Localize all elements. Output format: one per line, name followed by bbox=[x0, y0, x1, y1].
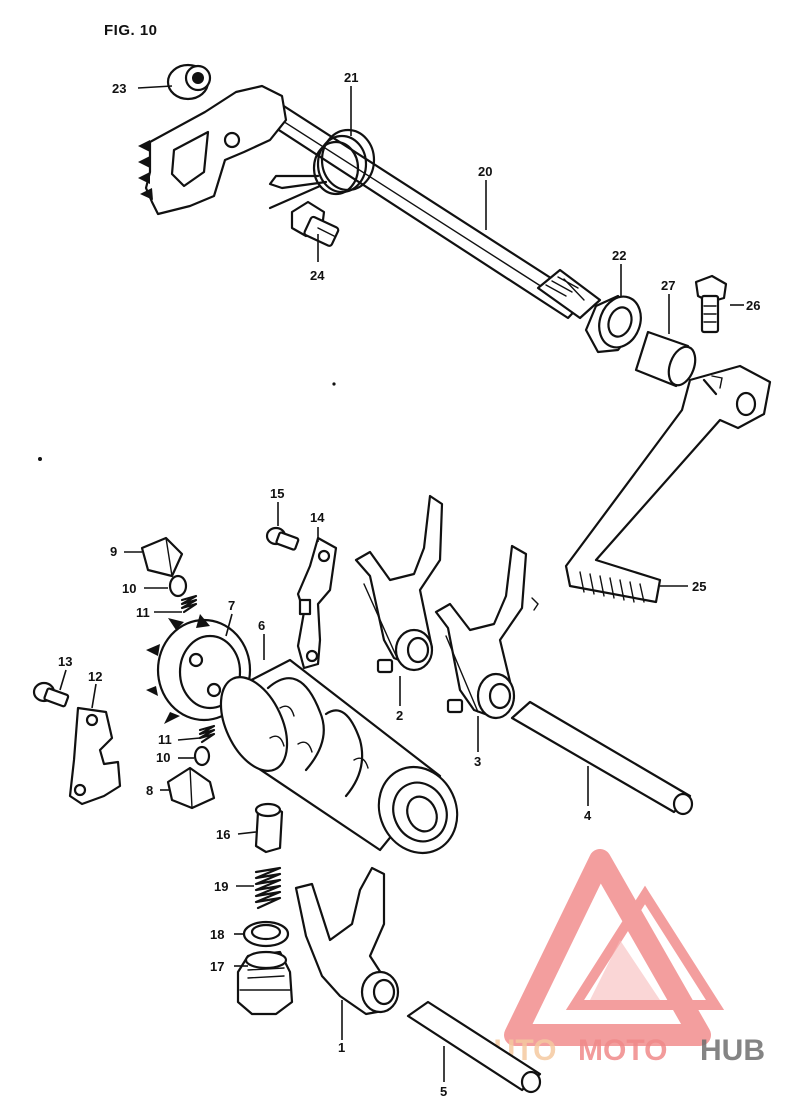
callout-22: 22 bbox=[612, 248, 626, 263]
callout-2: 2 bbox=[396, 708, 403, 723]
part-cap-9 bbox=[140, 536, 184, 578]
part-spring-19 bbox=[254, 866, 282, 910]
callout-11-upper: 11 bbox=[136, 605, 150, 620]
part-oil-seal-22 bbox=[584, 294, 642, 354]
callout-15: 15 bbox=[270, 486, 284, 501]
callout-24: 24 bbox=[310, 268, 325, 283]
callout-25: 25 bbox=[692, 579, 706, 594]
part-plug-17 bbox=[236, 950, 294, 1016]
watermark-text-moto: MOTO bbox=[578, 1034, 667, 1067]
part-cam-drum-6 bbox=[219, 658, 459, 855]
callout-10-lower: 10 bbox=[156, 750, 170, 765]
part-fork-shaft-4 bbox=[510, 700, 694, 816]
callout-27: 27 bbox=[661, 278, 675, 293]
part-shift-arm-plate bbox=[138, 84, 288, 216]
callout-21: 21 bbox=[344, 70, 358, 85]
part-return-spring-21 bbox=[268, 128, 376, 210]
callout-11-lower: 11 bbox=[158, 732, 172, 747]
callout-14: 14 bbox=[310, 510, 325, 525]
part-shift-shaft bbox=[243, 90, 602, 320]
part-pin-10a bbox=[168, 574, 188, 598]
callout-1: 1 bbox=[338, 1040, 345, 1055]
callout-6: 6 bbox=[258, 618, 265, 633]
callout-19: 19 bbox=[214, 879, 228, 894]
part-bolt-26 bbox=[694, 274, 728, 334]
figure-title: FIG. 10 bbox=[104, 22, 158, 39]
callout-7: 7 bbox=[228, 598, 235, 613]
callout-16: 16 bbox=[216, 827, 230, 842]
part-cam-guide-12 bbox=[68, 706, 122, 806]
part-shift-fork-2 bbox=[354, 494, 444, 674]
callout-3: 3 bbox=[474, 754, 481, 769]
callout-10-upper: 10 bbox=[122, 581, 136, 596]
callout-18: 18 bbox=[210, 927, 224, 942]
part-fork-shaft-5 bbox=[406, 1000, 542, 1094]
part-pin-16 bbox=[254, 802, 284, 854]
stray-mark bbox=[38, 457, 42, 461]
callout-12: 12 bbox=[88, 669, 102, 684]
callout-17: 17 bbox=[210, 959, 224, 974]
part-stopper-plate-14 bbox=[296, 536, 338, 670]
callout-26: 26 bbox=[746, 298, 760, 313]
callout-5: 5 bbox=[440, 1084, 447, 1099]
part-shift-fork-3 bbox=[434, 544, 539, 720]
stray-mark bbox=[332, 382, 336, 386]
watermark-logo-icon bbox=[504, 849, 725, 1046]
part-screw-15 bbox=[265, 526, 300, 551]
part-spacer-27 bbox=[634, 330, 697, 388]
part-bushing-23 bbox=[166, 63, 212, 101]
part-stopper-bolt-24 bbox=[290, 200, 340, 247]
callout-4: 4 bbox=[584, 808, 592, 823]
part-washer-18 bbox=[242, 920, 290, 948]
callout-20: 20 bbox=[478, 164, 492, 179]
part-spring-11a bbox=[180, 594, 198, 614]
callout-8: 8 bbox=[146, 783, 153, 798]
callout-13: 13 bbox=[58, 654, 72, 669]
callout-9: 9 bbox=[110, 544, 117, 559]
watermark-text-hub: HUB bbox=[700, 1034, 765, 1067]
part-shift-fork-1 bbox=[294, 866, 400, 1016]
part-cap-8 bbox=[166, 766, 216, 810]
part-screw-13 bbox=[32, 681, 70, 708]
part-gearshift-lever-25 bbox=[564, 364, 772, 604]
callout-23: 23 bbox=[112, 81, 126, 96]
leader-lines bbox=[59, 85, 744, 1082]
part-spring-11b bbox=[198, 724, 216, 744]
part-pin-10b bbox=[193, 745, 211, 767]
